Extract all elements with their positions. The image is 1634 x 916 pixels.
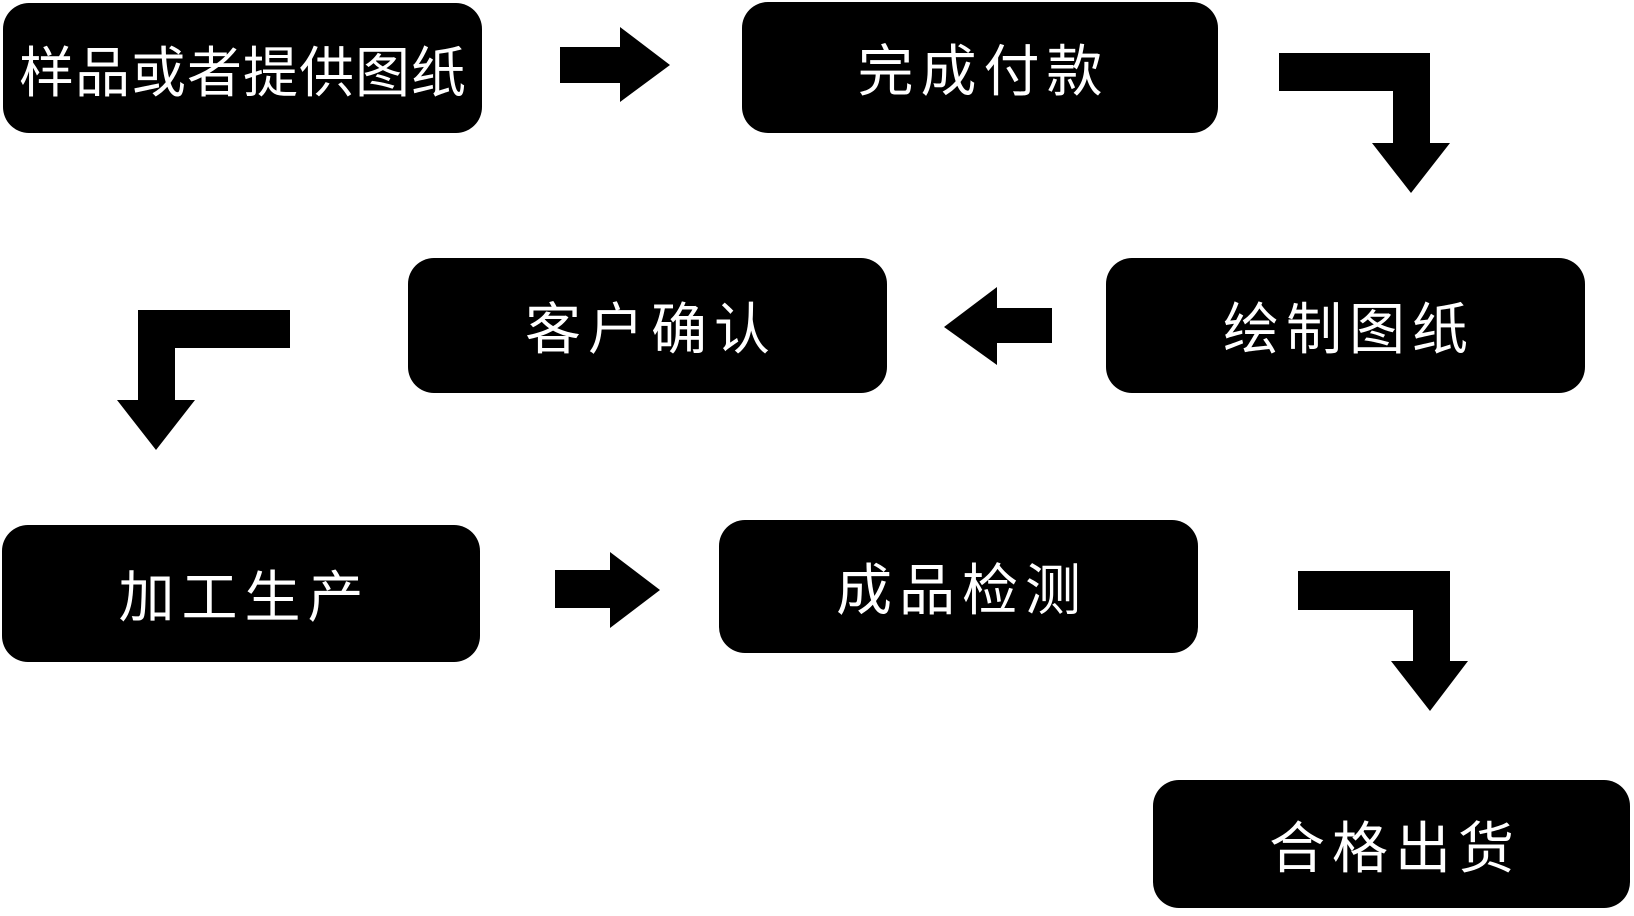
flow-node-qualified-shipment: 合格出货 xyxy=(1153,780,1630,908)
flow-node-draw-drawings: 绘制图纸 xyxy=(1106,258,1585,393)
flow-node-complete-payment: 完成付款 xyxy=(742,2,1218,133)
arrow-inspect-to-ship-icon xyxy=(1298,571,1468,711)
flow-node-finished-product-inspection: 成品检测 xyxy=(719,520,1198,653)
arrow-confirm-to-produce-icon xyxy=(117,310,290,450)
arrow-produce-to-inspect-icon xyxy=(555,552,660,628)
arrow-sample-to-payment-icon xyxy=(560,27,670,102)
arrow-payment-to-draw-icon xyxy=(1279,53,1450,193)
flow-node-customer-confirm: 客户确认 xyxy=(408,258,887,393)
flow-node-processing-production: 加工生产 xyxy=(2,525,480,662)
flow-node-sample-or-drawing: 样品或者提供图纸 xyxy=(3,3,482,133)
arrow-draw-to-confirm-icon xyxy=(944,287,1052,365)
